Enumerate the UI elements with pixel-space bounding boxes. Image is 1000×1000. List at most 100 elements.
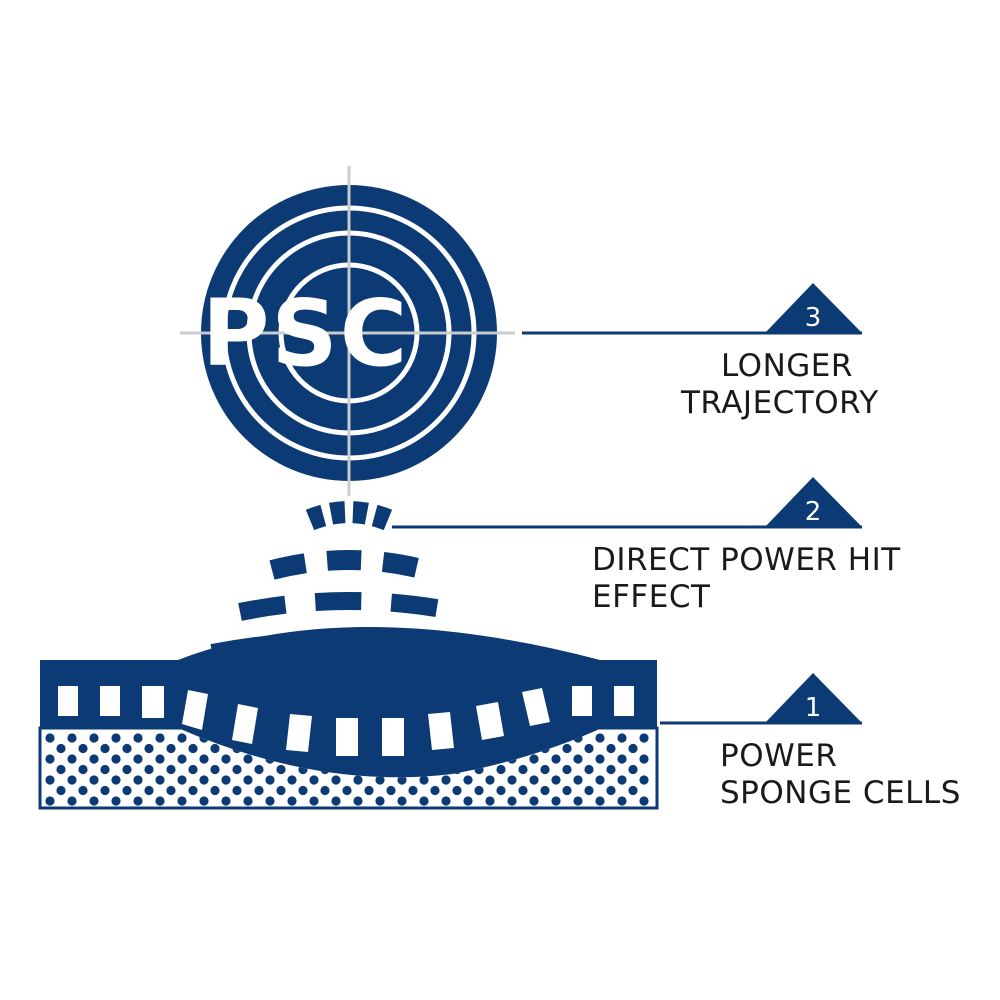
sponge-cell (122, 764, 132, 775)
sponge-cell (78, 785, 88, 796)
callout-2-line-2: EFFECT (592, 579, 711, 615)
sponge-cell (210, 785, 220, 796)
sponge-cell (221, 796, 231, 806)
sponge-cell (111, 775, 121, 785)
sponge-cell (232, 764, 242, 775)
pip-gap (58, 686, 78, 716)
sponge-cell (166, 764, 176, 775)
pip-gap (382, 718, 404, 756)
sponge-cell (562, 785, 572, 796)
sponge-cell (485, 775, 495, 785)
pip-gap (100, 686, 120, 716)
sponge-cell (199, 796, 209, 806)
sponge-cell (122, 743, 132, 754)
sponge-cell (584, 785, 594, 796)
callout-2-line-1: DIRECT POWER HIT (592, 542, 901, 578)
sponge-cell (309, 796, 319, 806)
sponge-cell (188, 764, 198, 775)
sponge-cell (441, 796, 451, 806)
callout-1-line-2: SPONGE CELLS (720, 775, 961, 811)
sponge-cell (430, 785, 440, 796)
callout-3: 3 LONGER TRAJECTORY (522, 283, 878, 421)
sponge-cell (298, 785, 308, 796)
sponge-cell (639, 796, 649, 806)
sponge-cell (100, 743, 110, 754)
sponge-cell (243, 754, 253, 764)
sponge-cell (551, 754, 561, 764)
sponge-cell (386, 785, 396, 796)
sponge-cell (188, 743, 198, 754)
pip-gap (614, 686, 634, 716)
sponge-cell (529, 754, 539, 764)
sponge-cell (540, 785, 550, 796)
sponge-cell (155, 796, 165, 806)
sponge-cell (111, 754, 121, 764)
pip-gap (522, 688, 550, 726)
sponge-cell (221, 754, 231, 764)
sponge-cell (89, 775, 99, 785)
sponge-cell (56, 764, 66, 775)
pip-gap (572, 686, 592, 716)
sponge-cell (287, 775, 297, 785)
sponge-cell (254, 785, 264, 796)
callout-1: 1 POWER SPONGE CELLS (660, 673, 961, 811)
sponge-cell (529, 775, 539, 785)
callout-2: 2 DIRECT POWER HIT EFFECT (392, 477, 901, 615)
sponge-cell (518, 785, 528, 796)
sponge-cell (639, 775, 649, 785)
sponge-cell (287, 796, 297, 806)
sponge-cell (562, 743, 572, 754)
pip-gap (182, 690, 208, 730)
sponge-cell (199, 775, 209, 785)
sponge-cell (518, 764, 528, 775)
sponge-cell (628, 743, 638, 754)
sponge-cell (496, 764, 506, 775)
sponge-cell (419, 775, 429, 785)
badge-triangle-1 (765, 673, 862, 723)
sponge-cell (628, 764, 638, 775)
sponge-cell (67, 775, 77, 785)
sponge-cell (617, 796, 627, 806)
sponge-cell (474, 785, 484, 796)
callout-1-line-1: POWER (720, 738, 837, 774)
sponge-cell (89, 733, 99, 743)
sponge-cell (177, 733, 187, 743)
sponge-cell (628, 785, 638, 796)
sponge-cell (67, 796, 77, 806)
sponge-cell (221, 775, 231, 785)
sponge-cell (606, 764, 616, 775)
sponge-cell (254, 764, 264, 775)
sponge-cell (419, 796, 429, 806)
sponge-cell (463, 775, 473, 785)
sponge-cell (177, 754, 187, 764)
sponge-cell (67, 754, 77, 764)
sponge-cell (45, 733, 55, 743)
sponge-cell (243, 775, 253, 785)
sponge-cell (111, 796, 121, 806)
sponge-cell (617, 775, 627, 785)
wave-arc-3 (238, 592, 460, 621)
sponge-cell (100, 785, 110, 796)
sponge-cell (232, 785, 242, 796)
sponge-cell (144, 743, 154, 754)
sponge-cell (122, 785, 132, 796)
sponge-cell (309, 775, 319, 785)
sponge-cell (111, 733, 121, 743)
pip-gap (336, 718, 358, 756)
sponge-cell (617, 733, 627, 743)
badge-triangle-3 (765, 283, 862, 333)
sponge-cell (331, 775, 341, 785)
sponge-cell (353, 796, 363, 806)
sponge-cell (452, 785, 462, 796)
sponge-cell (595, 754, 605, 764)
sponge-cell (45, 754, 55, 764)
sponge-cell (397, 775, 407, 785)
sponge-cell (276, 764, 286, 775)
sponge-cell (617, 754, 627, 764)
sponge-cell (595, 775, 605, 785)
sponge-cell (166, 743, 176, 754)
sponge-cell (177, 796, 187, 806)
pip-gap (428, 712, 454, 750)
sponge-cell (78, 764, 88, 775)
sponge-cell (485, 796, 495, 806)
